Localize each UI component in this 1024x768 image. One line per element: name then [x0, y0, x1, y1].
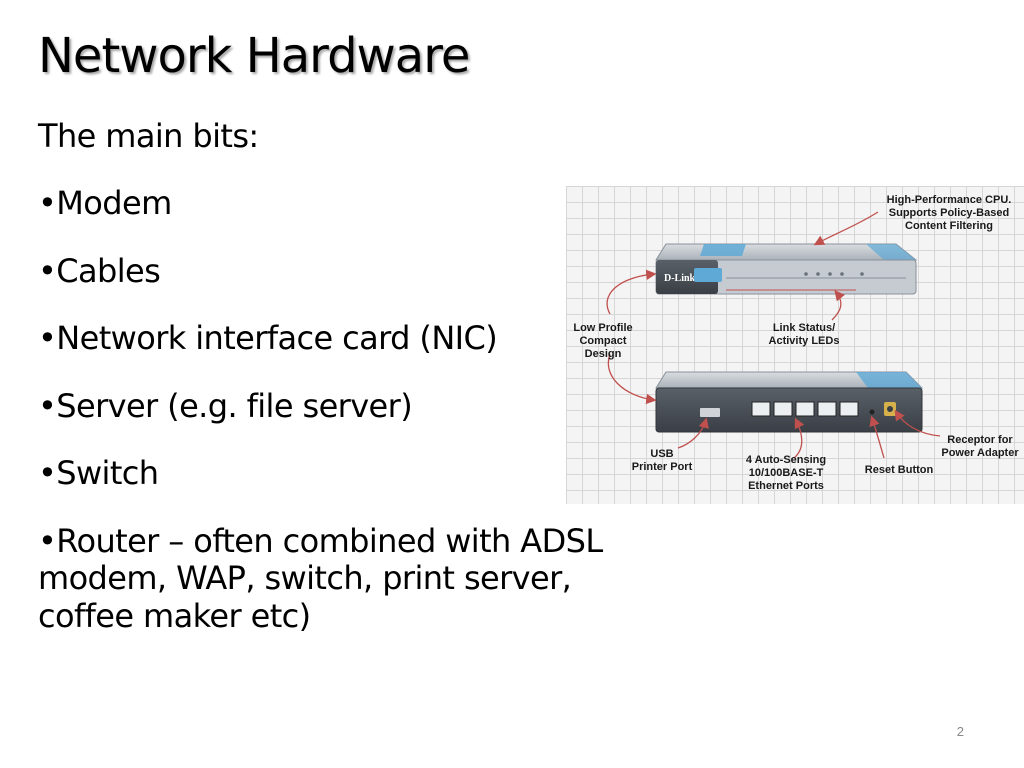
callout-low-profile: Low Profile Compact Design	[573, 322, 633, 360]
router-front: D-Link	[655, 243, 918, 295]
slide-title: Network Hardware	[38, 28, 470, 84]
callout-ethernet-ports: 4 Auto-Sensing 10/100BASE-T Ethernet Por…	[745, 454, 827, 492]
callout-link-leds: Link Status/ Activity LEDs	[768, 322, 840, 347]
bullet-item: •Modem	[38, 185, 638, 222]
bullet-item: •Switch	[38, 454, 638, 493]
bullet-text: •Modem	[38, 184, 172, 223]
callout-reset-button: Reset Button	[864, 464, 934, 476]
callout-cpu: High-Performance CPU. Supports Policy-Ba…	[886, 194, 1012, 232]
router-illustration: D-Link	[606, 211, 941, 459]
bullet-item: •Network interface card (NIC)	[38, 320, 638, 357]
brand-logo: D-Link	[664, 273, 696, 284]
router-diagram: D-Link	[566, 186, 1024, 504]
bullet-text: •Server (e.g. file server)	[38, 386, 413, 425]
bullet-text: •Cables	[38, 251, 161, 290]
bullet-text: •Network interface card (NIC)	[38, 319, 498, 358]
page-number: 2	[956, 724, 964, 739]
bullet-item: •Router – often combined with ADSL modem…	[38, 521, 638, 635]
callout-power-receptor: Receptor for Power Adapter	[941, 434, 1019, 459]
router-rear	[655, 371, 924, 433]
intro-text: The main bits:	[38, 117, 259, 155]
callout-arrows	[606, 211, 941, 459]
ethernet-ports	[751, 401, 859, 417]
bullet-item: •Cables	[38, 251, 638, 290]
bullet-text: •Router – often combined with ADSL modem…	[38, 521, 603, 635]
bullet-text: •Switch	[38, 454, 159, 493]
bullet-item: •Server (e.g. file server)	[38, 386, 638, 425]
slide-body: The main bits: •Modem •Cables •Network i…	[38, 117, 638, 665]
callout-usb-port: USB Printer Port	[631, 448, 693, 473]
